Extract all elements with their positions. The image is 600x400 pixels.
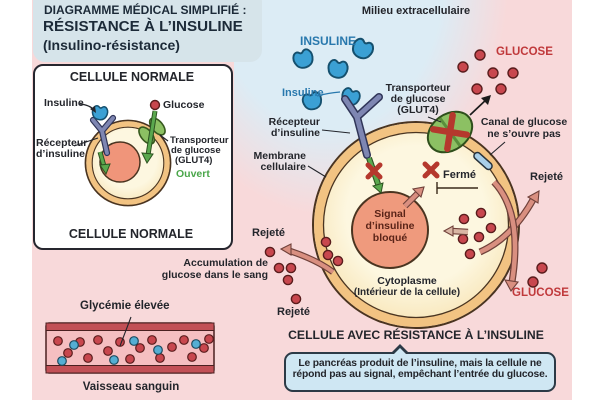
normal-cell-header: CELLULE NORMALE <box>69 70 195 84</box>
resistant-cell-drawing <box>264 35 548 329</box>
normal-insulin-receptor-icon <box>89 114 117 157</box>
normal-cell-panel <box>33 64 233 250</box>
resistant-cell-footer: CELLULE AVEC RÉSISTANCE À L’INSULINE <box>288 328 544 342</box>
transporter-right-line2: de glucose <box>390 93 446 105</box>
membrane-line1: Membrane <box>253 150 306 162</box>
title-line2: RÉSISTANCE À L’INSULINE <box>43 18 243 35</box>
transporter-right-line3: (GLUT4) <box>397 104 439 116</box>
red-x-icon <box>365 162 383 180</box>
glycemia-label: Glycémie élevée <box>80 300 170 312</box>
closed-label: Fermé <box>443 169 477 181</box>
title-box <box>33 0 262 62</box>
glucose-dots-inside <box>457 207 497 260</box>
black-direction-arrow <box>469 95 491 116</box>
glucose-caps-top: GLUCOSE <box>496 46 553 58</box>
glucose-entry-arrow <box>141 110 158 164</box>
signal-line2: d’insuline <box>365 220 415 232</box>
open-label: Ouvert <box>176 168 210 180</box>
receptor-leader-line <box>73 137 99 147</box>
vessel-insulin-dots <box>57 336 201 366</box>
rejected-label-right: Rejeté <box>530 171 564 183</box>
membrane-leader-line <box>307 165 327 178</box>
reject-arrow-left <box>279 243 335 275</box>
red-x-icon <box>422 161 440 179</box>
glucose-label: Glucose <box>163 99 205 111</box>
title-line3: (Insulino-résistance) <box>43 37 180 53</box>
accumulation-label-line1: Accumulation de <box>183 257 268 269</box>
accumulation-label-line2: glucose dans le sang <box>161 269 268 281</box>
receptor-right-line1: Récepteur <box>268 116 320 128</box>
signal-line1: Signal <box>374 208 406 220</box>
transporter-label-line1: Transporteur <box>170 135 229 146</box>
insulin-signal-arrow <box>97 151 111 176</box>
glucose-channel-closed-icon <box>473 151 493 171</box>
glucose-dots-inside-left <box>320 236 344 267</box>
signal-line3: bloqué <box>372 232 408 244</box>
receptor-leader-line <box>321 129 351 134</box>
insulin-caps-label: INSULINE <box>300 34 357 48</box>
red-x-icon <box>429 111 471 153</box>
bubble-line2: répond pas au signal, empêchant l’entrée… <box>292 369 548 380</box>
glucose-dots-rejected-right <box>527 262 548 288</box>
receptor-label-line1: Récepteur <box>36 137 88 149</box>
receptor-right-line2: d’insuline <box>270 127 320 139</box>
dots-to-nucleus-arrow <box>442 225 469 237</box>
extracellular-label: Milieu extracellulaire <box>361 5 471 17</box>
transporter-label-line3: (GLUT4) <box>175 155 213 166</box>
normal-cell-footer: CELLULE NORMALE <box>68 227 194 241</box>
transporter-leader-line <box>159 134 169 142</box>
glucose-caps-right: GLUCOSE <box>512 287 569 299</box>
vessel-glucose-dots <box>53 334 214 364</box>
reject-arrow-up-right <box>478 190 540 256</box>
transporter-leader-line <box>427 116 442 123</box>
reject-arrow-down-right <box>491 179 520 293</box>
normal-cell-drawing <box>73 99 172 207</box>
glucose-dots-extracellular <box>457 49 519 95</box>
insulin-label-leader <box>316 91 341 97</box>
cytoplasm-line2: (Intérieur de la cellule) <box>353 287 461 298</box>
ferme-bracket <box>436 182 478 194</box>
vessel-label: Vaisseau sanguin <box>82 381 180 393</box>
receptor-label-line2: d’insuline <box>36 148 86 160</box>
insulin-label: Insuline <box>44 97 84 109</box>
canal-line1: Canal de glucose <box>480 116 568 128</box>
blocked-nucleus <box>351 191 429 269</box>
glucose-dots-rejected-left <box>264 246 302 305</box>
nucleus-to-glut-arrow <box>402 186 425 209</box>
insulin-molecules <box>290 35 377 113</box>
membrane-line2: cellulaire <box>260 161 306 173</box>
transporter-right-line1: Transporteur <box>385 82 451 94</box>
bubble-line1: Le pancréas produit de l’insuline, mais … <box>298 358 542 369</box>
cytoplasm-line1: Cytoplasme <box>377 275 437 287</box>
transporter-label-line2: de glucose <box>171 145 221 156</box>
explanation-bubble: Le pancréas produit de l’insuline, mais … <box>284 344 556 392</box>
blocked-signal-arrow <box>365 157 384 194</box>
normal-nucleus <box>99 141 141 183</box>
normal-glucose-dot <box>149 99 161 111</box>
glycemia-leader-line <box>119 316 132 347</box>
rejected-label-left-bottom: Rejeté <box>277 306 311 318</box>
canal-line2: ne s’ouvre pas <box>487 128 561 140</box>
insulin-label-right: Insuline <box>282 87 324 99</box>
insulin-receptor-icon <box>341 93 383 159</box>
rejected-label-left-top: Rejeté <box>252 227 286 239</box>
title-line1: DIAGRAMME MÉDICAL SIMPLIFIÉ : <box>44 3 247 17</box>
canal-leader-line <box>489 141 506 156</box>
blood-vessel-drawing <box>45 316 215 374</box>
